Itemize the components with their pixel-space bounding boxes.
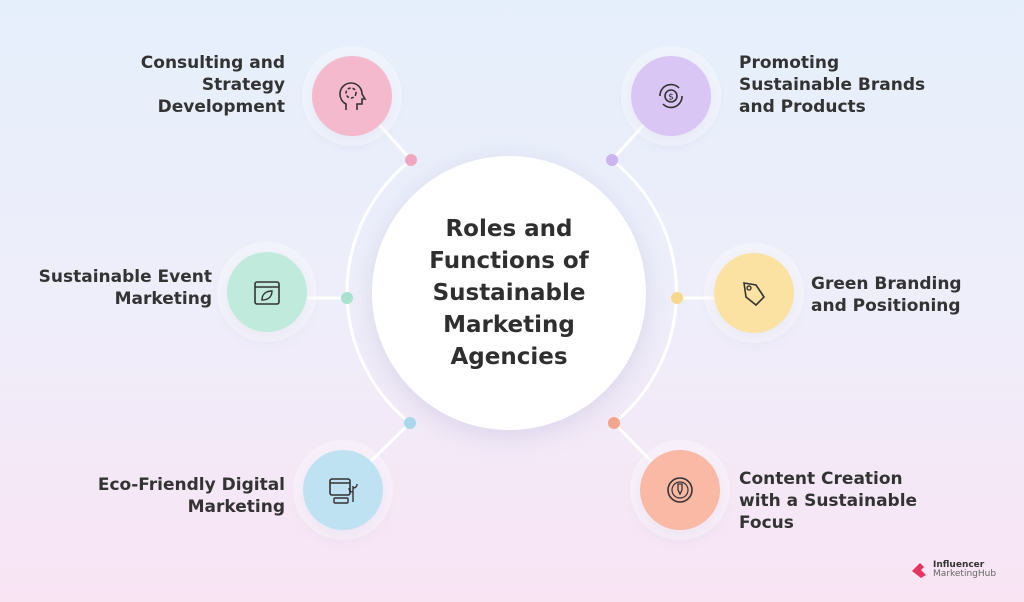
head-gear-icon <box>339 82 367 110</box>
node-content <box>640 450 720 530</box>
label-consulting: Consulting and Strategy Development <box>140 53 285 117</box>
center-circle: Roles and Functions of Sustainable Marke… <box>372 156 646 430</box>
dot-event <box>341 292 353 304</box>
diagram-title: Roles and Functions of Sustainable Marke… <box>429 216 589 370</box>
right-arc <box>611 158 678 425</box>
label-event: Sustainable Event Marketing <box>38 267 212 309</box>
label-promoting: Promoting Sustainable Brands and Product… <box>739 53 926 117</box>
browser-plant-icon <box>329 478 358 504</box>
dollar-cycle-icon: $ <box>659 83 683 109</box>
node-digital <box>303 450 383 530</box>
dot-content <box>608 417 620 429</box>
left-arc <box>345 158 412 425</box>
label-content: Content Creation with a Sustainable Focu… <box>739 469 918 533</box>
node-branding <box>714 253 794 333</box>
target-pen-icon <box>667 477 693 503</box>
tag-leaf-icon <box>743 282 766 307</box>
logo-line2: MarketingHub <box>933 569 997 579</box>
label-branding: Green Branding and Positioning <box>811 274 962 316</box>
node-consulting <box>312 56 392 136</box>
dot-consulting <box>405 154 417 166</box>
node-promoting: $ <box>631 56 711 136</box>
svg-text:$: $ <box>668 93 674 103</box>
dot-digital <box>404 417 416 429</box>
dot-branding <box>671 292 683 304</box>
label-digital: Eco-Friendly Digital Marketing <box>97 475 285 517</box>
logo-line1: Influencer <box>933 560 985 570</box>
node-event <box>227 252 307 332</box>
logo-mark-icon <box>912 563 926 578</box>
dot-promoting <box>606 154 618 166</box>
calendar-leaf-icon <box>254 281 280 305</box>
